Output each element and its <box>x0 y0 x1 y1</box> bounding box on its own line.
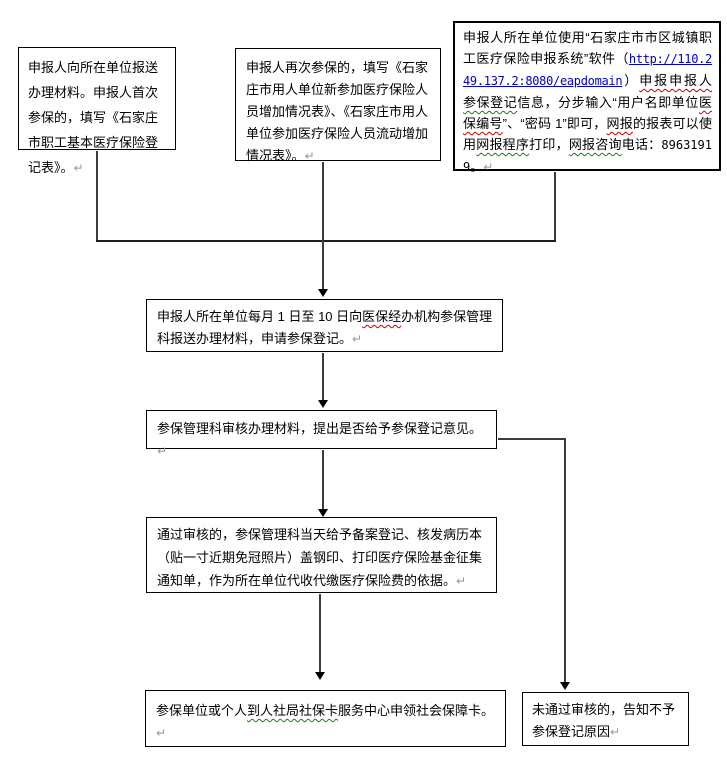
text-segment: 申报人所在单位每月 1 日至 10 日向 <box>157 309 363 324</box>
connector-box5-elbow-horizontal <box>498 438 566 440</box>
text-segment: ”、“密码 1”即可， <box>502 116 607 131</box>
connector-box2-to-box4 <box>322 162 324 290</box>
text-segment: 打印， <box>529 137 569 152</box>
arrowhead-into-box8 <box>560 682 570 690</box>
paragraph-return-mark: ↵ <box>156 726 167 740</box>
text-segment: 通过审核的，参保管理科当天给予备案登记、核发病历本（贴一寸近期免冠照片）盖钢印、… <box>157 527 483 588</box>
text-segment: 未通过审核的，告知不予参保登记原因 <box>532 702 676 739</box>
paragraph-return-mark: ↵ <box>73 161 84 175</box>
text-segment: 申报申报人 <box>639 73 712 88</box>
text-segment: 。 <box>470 159 484 174</box>
text-segment: 参保单位或个人 <box>156 703 248 718</box>
connector-box5-to-box6 <box>322 450 324 509</box>
text-segment: 医保经 <box>362 309 402 324</box>
text-segment: 网报程序 <box>476 137 530 152</box>
box-approved-registration: 通过审核的，参保管理科当天给予备案登记、核发病历本（贴一寸近期免冠照片）盖钢印、… <box>146 517 497 593</box>
text-segment: 参保登记 <box>463 95 518 110</box>
text-segment: 89631919 <box>463 138 712 174</box>
connector-box5-elbow-vertical <box>564 438 566 683</box>
connector-box1-down <box>96 151 98 241</box>
text-segment: 到人社局社保卡 <box>247 703 339 718</box>
connector-box3-down <box>554 172 556 241</box>
text-segment: 的报表可以使用 <box>463 116 712 152</box>
box-reenrollment-forms: 申报人再次参保的，填写《石家庄市用人单位新参加医疗保险人员增加情况表》、《石家庄… <box>235 48 441 163</box>
text-segment: 信息，分步输入“用户名即单位 <box>517 95 699 110</box>
arrowhead-into-box7 <box>315 672 325 680</box>
text-segment: 服务中心申领社会保障卡。 <box>338 703 495 718</box>
text-segment: 医保编号 <box>463 95 712 131</box>
text-segment: 网报 <box>606 116 633 131</box>
box-online-declaration-system: 申报人所在单位使用“石家庄市市区城镇职工医疗保险申报系统”软件（http://1… <box>453 21 721 174</box>
connector-box6-to-box7 <box>319 594 321 672</box>
paragraph-return-mark: ↵ <box>483 160 494 174</box>
arrowhead-into-box4 <box>318 289 328 297</box>
box-review-materials: 参保管理科审核办理材料，提出是否给予参保登记意见。 ↵ <box>146 410 497 458</box>
box-rejection-notice: 未通过审核的，告知不予参保登记原因↵ <box>522 692 689 746</box>
paragraph-return-mark: ↵ <box>456 574 467 588</box>
text-segment: ） <box>622 73 640 88</box>
arrowhead-into-box5 <box>318 400 328 408</box>
arrowhead-into-box6 <box>318 509 328 517</box>
text-segment: 参保管理科审核办理材料，提出是否给予参保登记意见。 <box>157 421 483 436</box>
text-segment: 电话： <box>621 137 662 152</box>
paragraph-return-mark: ↵ <box>352 332 363 346</box>
box-submit-to-employer: 申报人向所在单位报送办理材料。申报人首次参保的，填写《石家庄市职工基本医疗保险登… <box>18 47 176 175</box>
paragraph-return-mark: ↵ <box>610 725 621 739</box>
box-monthly-submission: 申报人所在单位每月 1 日至 10 日向医保经办机构参保管理科报送办理材料，申请… <box>146 299 503 352</box>
text-segment: 申报人所在单位使用“石家庄市市区城镇职工医疗保险申报系统”软件（ <box>463 30 712 66</box>
connector-box4-to-box5 <box>322 353 324 400</box>
text-segment: 网报咨询 <box>568 137 622 152</box>
text-segment: 办机构参保管理科报送办理材料，申请参保登记。 <box>157 309 493 346</box>
text-segment: 申报人再次参保的，填写《石家庄市用人单位新参加医疗保险人员增加情况表》、《石家庄… <box>246 60 429 163</box>
url-link[interactable]: http://110.249.137.2:8080/eapdomain <box>463 52 712 88</box>
text-segment: 申报人向所在单位报送办理材料。申报人首次参保的，填写《石家庄市职工基本医疗保险登… <box>28 60 159 175</box>
connector-merge-horizontal <box>96 240 556 242</box>
box-social-security-card: 参保单位或个人到人社局社保卡服务中心申领社会保障卡。 ↵ <box>145 690 506 747</box>
paragraph-return-mark: ↵ <box>157 444 168 458</box>
paragraph-return-mark: ↵ <box>304 149 315 163</box>
